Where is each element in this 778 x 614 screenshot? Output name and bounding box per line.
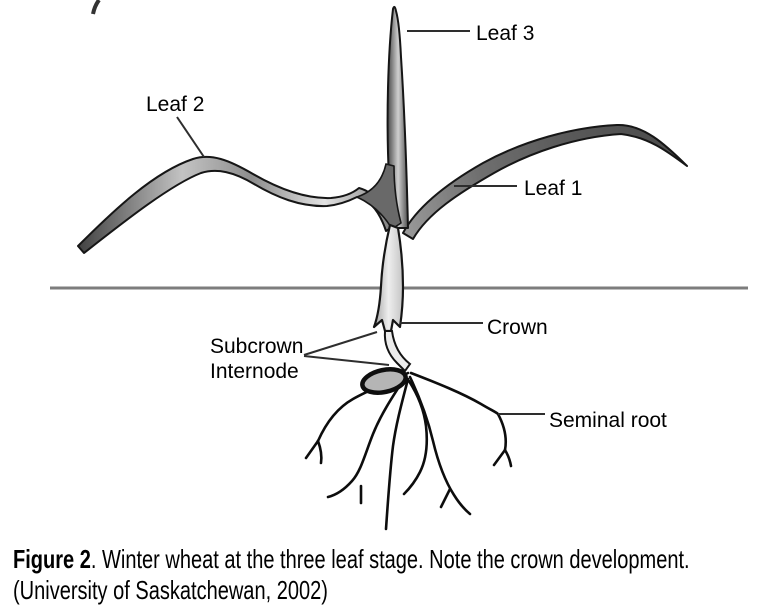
root-seminal-fork-b — [503, 448, 513, 468]
leaf1-label: Leaf 1 — [524, 177, 583, 200]
caption-line2: (University of Saskatchewan, 2002) — [13, 575, 328, 605]
cropped-text-remnant — [91, 0, 101, 15]
subcrown-internode-label: Subcrown Internode — [210, 334, 303, 384]
seed — [360, 367, 408, 395]
figure-number: Figure 2 — [13, 544, 91, 574]
crown-label: Crown — [487, 316, 548, 339]
leaf2-leader-line — [176, 116, 205, 158]
root-seminal — [409, 371, 508, 452]
root-right-fork — [439, 487, 452, 509]
subcrown-leader-line-lower — [303, 355, 390, 366]
root-seminal-fork-a — [492, 448, 507, 467]
root-system — [304, 371, 513, 531]
root-left-fork-a — [304, 439, 320, 460]
figure-caption: Figure 2. Winter wheat at the three leaf… — [13, 544, 768, 606]
seminal-root-label: Seminal root — [549, 409, 667, 432]
stem-and-crown — [372, 223, 405, 333]
leaf-sheath-junction — [356, 163, 402, 230]
root-center-right — [402, 379, 429, 496]
wheat-plant-diagram — [50, 0, 748, 531]
caption-text: . Winter wheat at the three leaf stage. … — [90, 544, 690, 574]
root-center — [384, 377, 410, 531]
leaf2-blade — [77, 155, 395, 254]
subcrown-internode-tube — [383, 330, 412, 373]
leaf2-label: Leaf 2 — [146, 93, 205, 116]
subcrown-label-line2: Internode — [210, 360, 299, 383]
leaf3-label: Leaf 3 — [476, 22, 535, 45]
root-left-fork-b — [316, 439, 323, 465]
caption-line1: Figure 2. Winter wheat at the three leaf… — [13, 544, 768, 575]
subcrown-leader-line-upper — [303, 331, 378, 356]
root-lower-left — [326, 374, 408, 499]
leader-lines — [176, 30, 545, 415]
root-right-long — [408, 375, 472, 516]
leaf1-blade — [402, 123, 688, 240]
subcrown-label-line1: Subcrown — [210, 335, 304, 358]
